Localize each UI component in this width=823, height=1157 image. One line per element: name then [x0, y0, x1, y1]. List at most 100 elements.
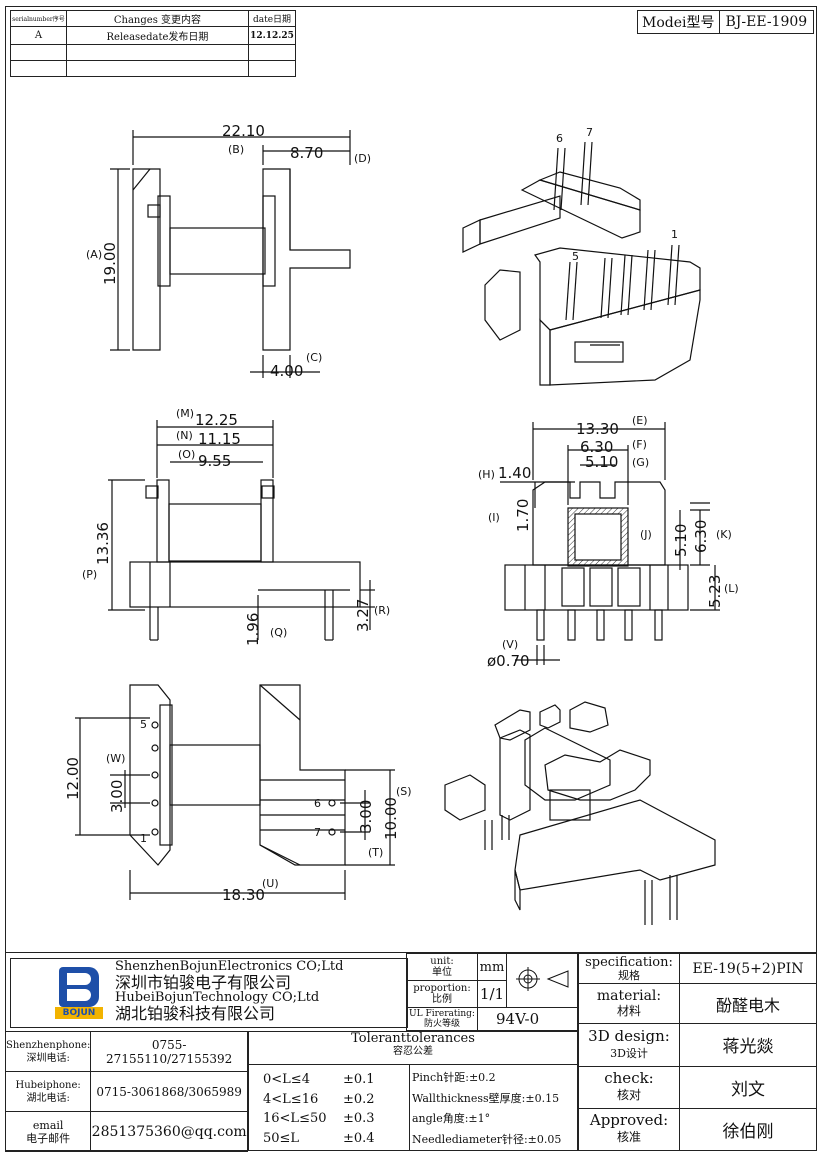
check-label-cn: 核对: [616, 1088, 641, 1103]
dim-front-p: 13.36: [94, 522, 112, 565]
dim-front-n: 11.15: [198, 430, 241, 448]
tolerance-ranges: 0<L≤4±0.1 4<L≤16±0.2 16<L≤50±0.3 50≤L±0.…: [263, 1070, 375, 1148]
list-item: Pinch针距:±0.2: [412, 1071, 496, 1084]
bottom-pin-7: 7: [314, 826, 321, 839]
dim-bottom-s3: 3.00: [357, 800, 375, 833]
revision-table: serialnumber序号 Changes 变更内容 date日期 A Rel…: [10, 10, 296, 77]
dim-bottom-w3: 3.00: [108, 780, 126, 813]
projection-symbol-icon: [516, 967, 569, 992]
dim-end-k: 6.30: [692, 520, 710, 553]
dim-end-h: 1.40: [498, 464, 531, 482]
spec-label-cn: 规格: [618, 968, 640, 982]
contact-value: 2851375360@qq.com: [90, 1111, 248, 1152]
dim-front-m: 12.25: [195, 411, 238, 429]
dim-side-flange: 8.70: [290, 144, 323, 162]
dim-bottom-u: 18.30: [222, 886, 265, 904]
dim-front-o: 9.55: [198, 452, 231, 470]
fire-label-en: UL Firerating:: [409, 1009, 475, 1020]
approved-value: 徐伯刚: [679, 1107, 817, 1152]
table-row: Hubeiphone:湖北电话: 0715-3061868/3065989: [4, 1071, 248, 1112]
tag-j: (J): [640, 528, 652, 541]
tag-w: (W): [106, 752, 125, 765]
iso-view-bottom: [444, 701, 716, 925]
tag-h: (H): [478, 468, 495, 481]
tag-b: (B): [228, 143, 244, 156]
company-cn-1: 深圳市铂骏电子有限公司: [115, 973, 292, 992]
contact-label-en: email: [32, 1118, 64, 1132]
unit-label-en: unit:: [430, 956, 454, 968]
model-value: BJ-EE-1909: [718, 10, 815, 34]
tag-m: (M): [176, 407, 194, 420]
list-item: Wallthickness壁厚度:±0.15: [412, 1091, 560, 1105]
pin-label-7: 7: [586, 126, 593, 139]
dim-bottom-w12: 12.00: [64, 757, 82, 800]
tolerance-title-cn: 容忍公差: [393, 1046, 433, 1057]
dim-side-height: 19.00: [101, 242, 119, 285]
design-label-cn: 3D设计: [610, 1046, 648, 1060]
tag-f: (F): [632, 438, 647, 451]
contact-label-en: Shenzhenphone:: [6, 1039, 91, 1051]
company-box: BOJUN ShenzhenBojunElectronics CO;Ltd 深圳…: [10, 958, 408, 1028]
spec-label-en: specification:: [585, 954, 673, 970]
iso-view-top: [462, 141, 701, 386]
logo-text: BOJUN: [55, 1007, 103, 1019]
tag-c: (C): [306, 351, 322, 364]
dim-end-l: 5.23: [706, 575, 724, 608]
dim-front-r: 3.27: [354, 599, 372, 632]
design-value: 蒋光燚: [679, 1023, 817, 1067]
check-label-en: check:: [604, 1069, 654, 1088]
tag-i: (I): [488, 511, 500, 524]
dim-end-i: 1.70: [514, 499, 532, 532]
tag-n: (N): [176, 429, 193, 442]
proportion-label-en: proportion:: [413, 983, 471, 995]
list-item: angle角度:±1°: [412, 1112, 491, 1125]
proportion-value: 1/1: [477, 980, 507, 1009]
list-item: 16<L≤50±0.3: [263, 1111, 375, 1126]
tag-l: (L): [724, 582, 739, 595]
proportion-label-cn: 比例: [432, 994, 452, 1006]
contact-label-cn: 湖北电话:: [26, 1092, 70, 1104]
table-row: A Releasedate发布日期 12.12.25: [10, 26, 296, 45]
unit-label-cn: 单位: [432, 967, 452, 979]
front-view: [108, 420, 375, 641]
material-label-en: material:: [596, 987, 662, 1004]
company-en-1: ShenzhenBojunElectronics CO;Ltd: [115, 959, 344, 974]
tag-s: (S): [396, 785, 412, 798]
tag-d: (D): [354, 152, 371, 165]
pin-label-6: 6: [556, 132, 563, 145]
check-value: 刘文: [679, 1065, 817, 1109]
list-item: 0<L≤4±0.1: [263, 1072, 375, 1087]
list-item: 50≤L±0.4: [263, 1130, 375, 1146]
spec-value: EE-19(5+2)PIN: [679, 952, 817, 985]
spec-table: specification:规格 EE-19(5+2)PIN material:…: [578, 952, 817, 1152]
bottom-view: [75, 684, 395, 900]
tolerance-notes: Pinch针距:±0.2 Wallthickness壁厚度:±0.15 angl…: [412, 1068, 561, 1150]
tag-g: (G): [632, 456, 649, 469]
dim-end-j: 5.10: [672, 524, 690, 557]
tag-r: (R): [374, 604, 390, 617]
tolerance-box: Toleranttolerances 容忍公差 0<L≤4±0.1 4<L≤16…: [248, 1031, 578, 1151]
contact-label-en: Hubeiphone:: [15, 1079, 81, 1091]
company-cn-2: 湖北铂骏科技有限公司: [115, 1004, 276, 1023]
design-label-en: 3D design:: [588, 1026, 670, 1045]
tag-q: (Q): [270, 626, 287, 639]
dim-end-f: 6.30: [580, 438, 613, 456]
dim-side-pin: 4.00: [270, 362, 303, 380]
tag-a: (A): [86, 248, 102, 261]
bottom-pin-1: 1: [140, 832, 147, 845]
unit-table: unit:单位 mm proportion:比例 1/1 UL Firerati…: [406, 952, 578, 1031]
list-item: 4<L≤16±0.2: [263, 1091, 375, 1107]
bottom-pin-5: 5: [140, 718, 147, 731]
contact-label-cn: 深圳电话:: [26, 1052, 70, 1064]
material-value: 酚醛电木: [679, 983, 817, 1025]
fire-label-cn: 防火等级: [423, 1019, 460, 1030]
company-en-2: HubeiBojunTechnology CO;Ltd: [115, 990, 320, 1005]
tag-e: (E): [632, 414, 648, 427]
contact-value: 0715-3061868/3065989: [90, 1071, 248, 1112]
approved-label-cn: 核准: [616, 1130, 641, 1145]
dim-end-e: 13.30: [576, 420, 619, 438]
tag-o: (O): [178, 448, 195, 461]
tag-p: (P): [82, 568, 97, 581]
side-view: [110, 130, 351, 378]
